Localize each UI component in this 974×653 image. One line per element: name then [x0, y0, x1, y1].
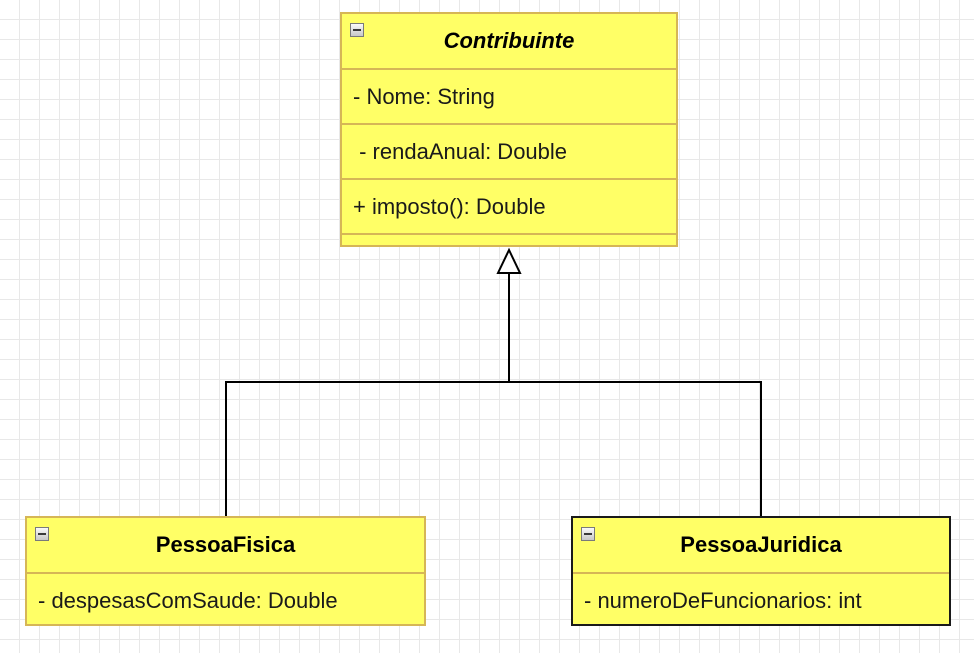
collapse-icon[interactable]: [581, 527, 595, 541]
attribute-despesascomsaude[interactable]: - despesasComSaude: Double: [38, 588, 338, 613]
class-header: PessoaFisica: [27, 518, 424, 574]
class-pessoajuridica[interactable]: PessoaJuridica - numeroDeFuncionarios: i…: [571, 516, 951, 626]
class-name: PessoaJuridica: [680, 532, 842, 557]
attribute-rendaanual[interactable]: - rendaAnual: Double: [342, 125, 676, 180]
class-name: Contribuinte: [443, 28, 575, 53]
edge-pessoafisica-to-contribuinte[interactable]: [225, 273, 510, 516]
class-header: PessoaJuridica: [573, 518, 949, 574]
attribute-nome[interactable]: - Nome: String: [342, 70, 676, 125]
class-footer: [342, 235, 676, 249]
edge-pessoajuridica-to-contribuinte[interactable]: [509, 381, 762, 516]
inheritance-arrowhead-icon: [496, 247, 522, 274]
class-header: Contribuinte: [342, 14, 676, 70]
attribute-numerodefuncionarios[interactable]: - numeroDeFuncionarios: int: [584, 588, 862, 613]
method-imposto[interactable]: + imposto(): Double: [342, 180, 676, 235]
collapse-icon[interactable]: [350, 23, 364, 37]
class-name: PessoaFisica: [155, 532, 296, 557]
class-contribuinte[interactable]: Contribuinte - Nome: String - rendaAnual…: [340, 12, 678, 247]
collapse-icon[interactable]: [35, 527, 49, 541]
class-pessoafisica[interactable]: PessoaFisica - despesasComSaude: Double: [25, 516, 426, 626]
